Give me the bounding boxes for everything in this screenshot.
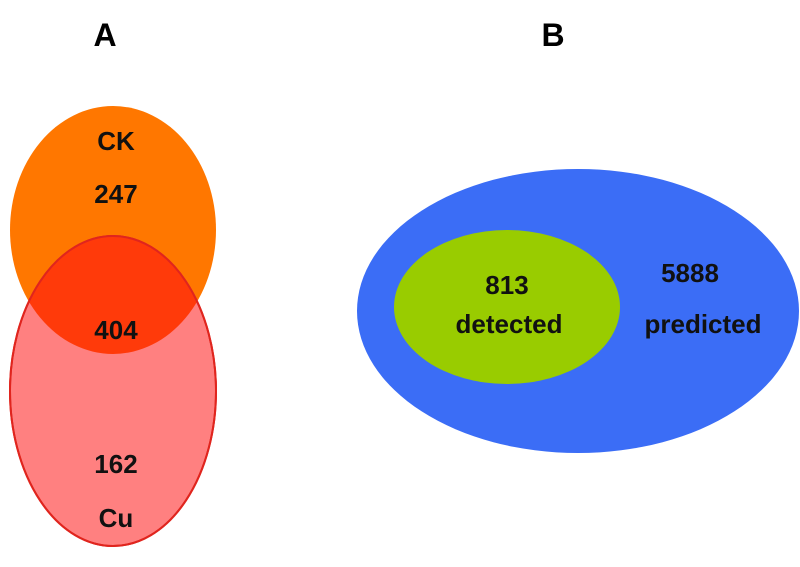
ck-set-name: CK [97, 126, 135, 156]
panel-b-label: B [541, 17, 564, 53]
detected-label: detected [456, 309, 563, 339]
overlap-region [10, 236, 216, 354]
predicted-count: 5888 [661, 258, 719, 288]
predicted-label: predicted [644, 309, 761, 339]
cu-only-count: 162 [94, 449, 137, 479]
panel-a: A CK 247 404 162 Cu [9, 17, 217, 547]
ck-only-count: 247 [94, 179, 137, 209]
panel-a-label: A [93, 17, 116, 53]
overlap-count: 404 [94, 315, 138, 345]
detected-set-ellipse [394, 230, 620, 384]
cu-set-name: Cu [99, 503, 134, 533]
cu-set-outline [9, 235, 217, 547]
detected-count: 813 [485, 270, 528, 300]
panel-b: B 813 detected 5888 predicted [357, 17, 799, 453]
